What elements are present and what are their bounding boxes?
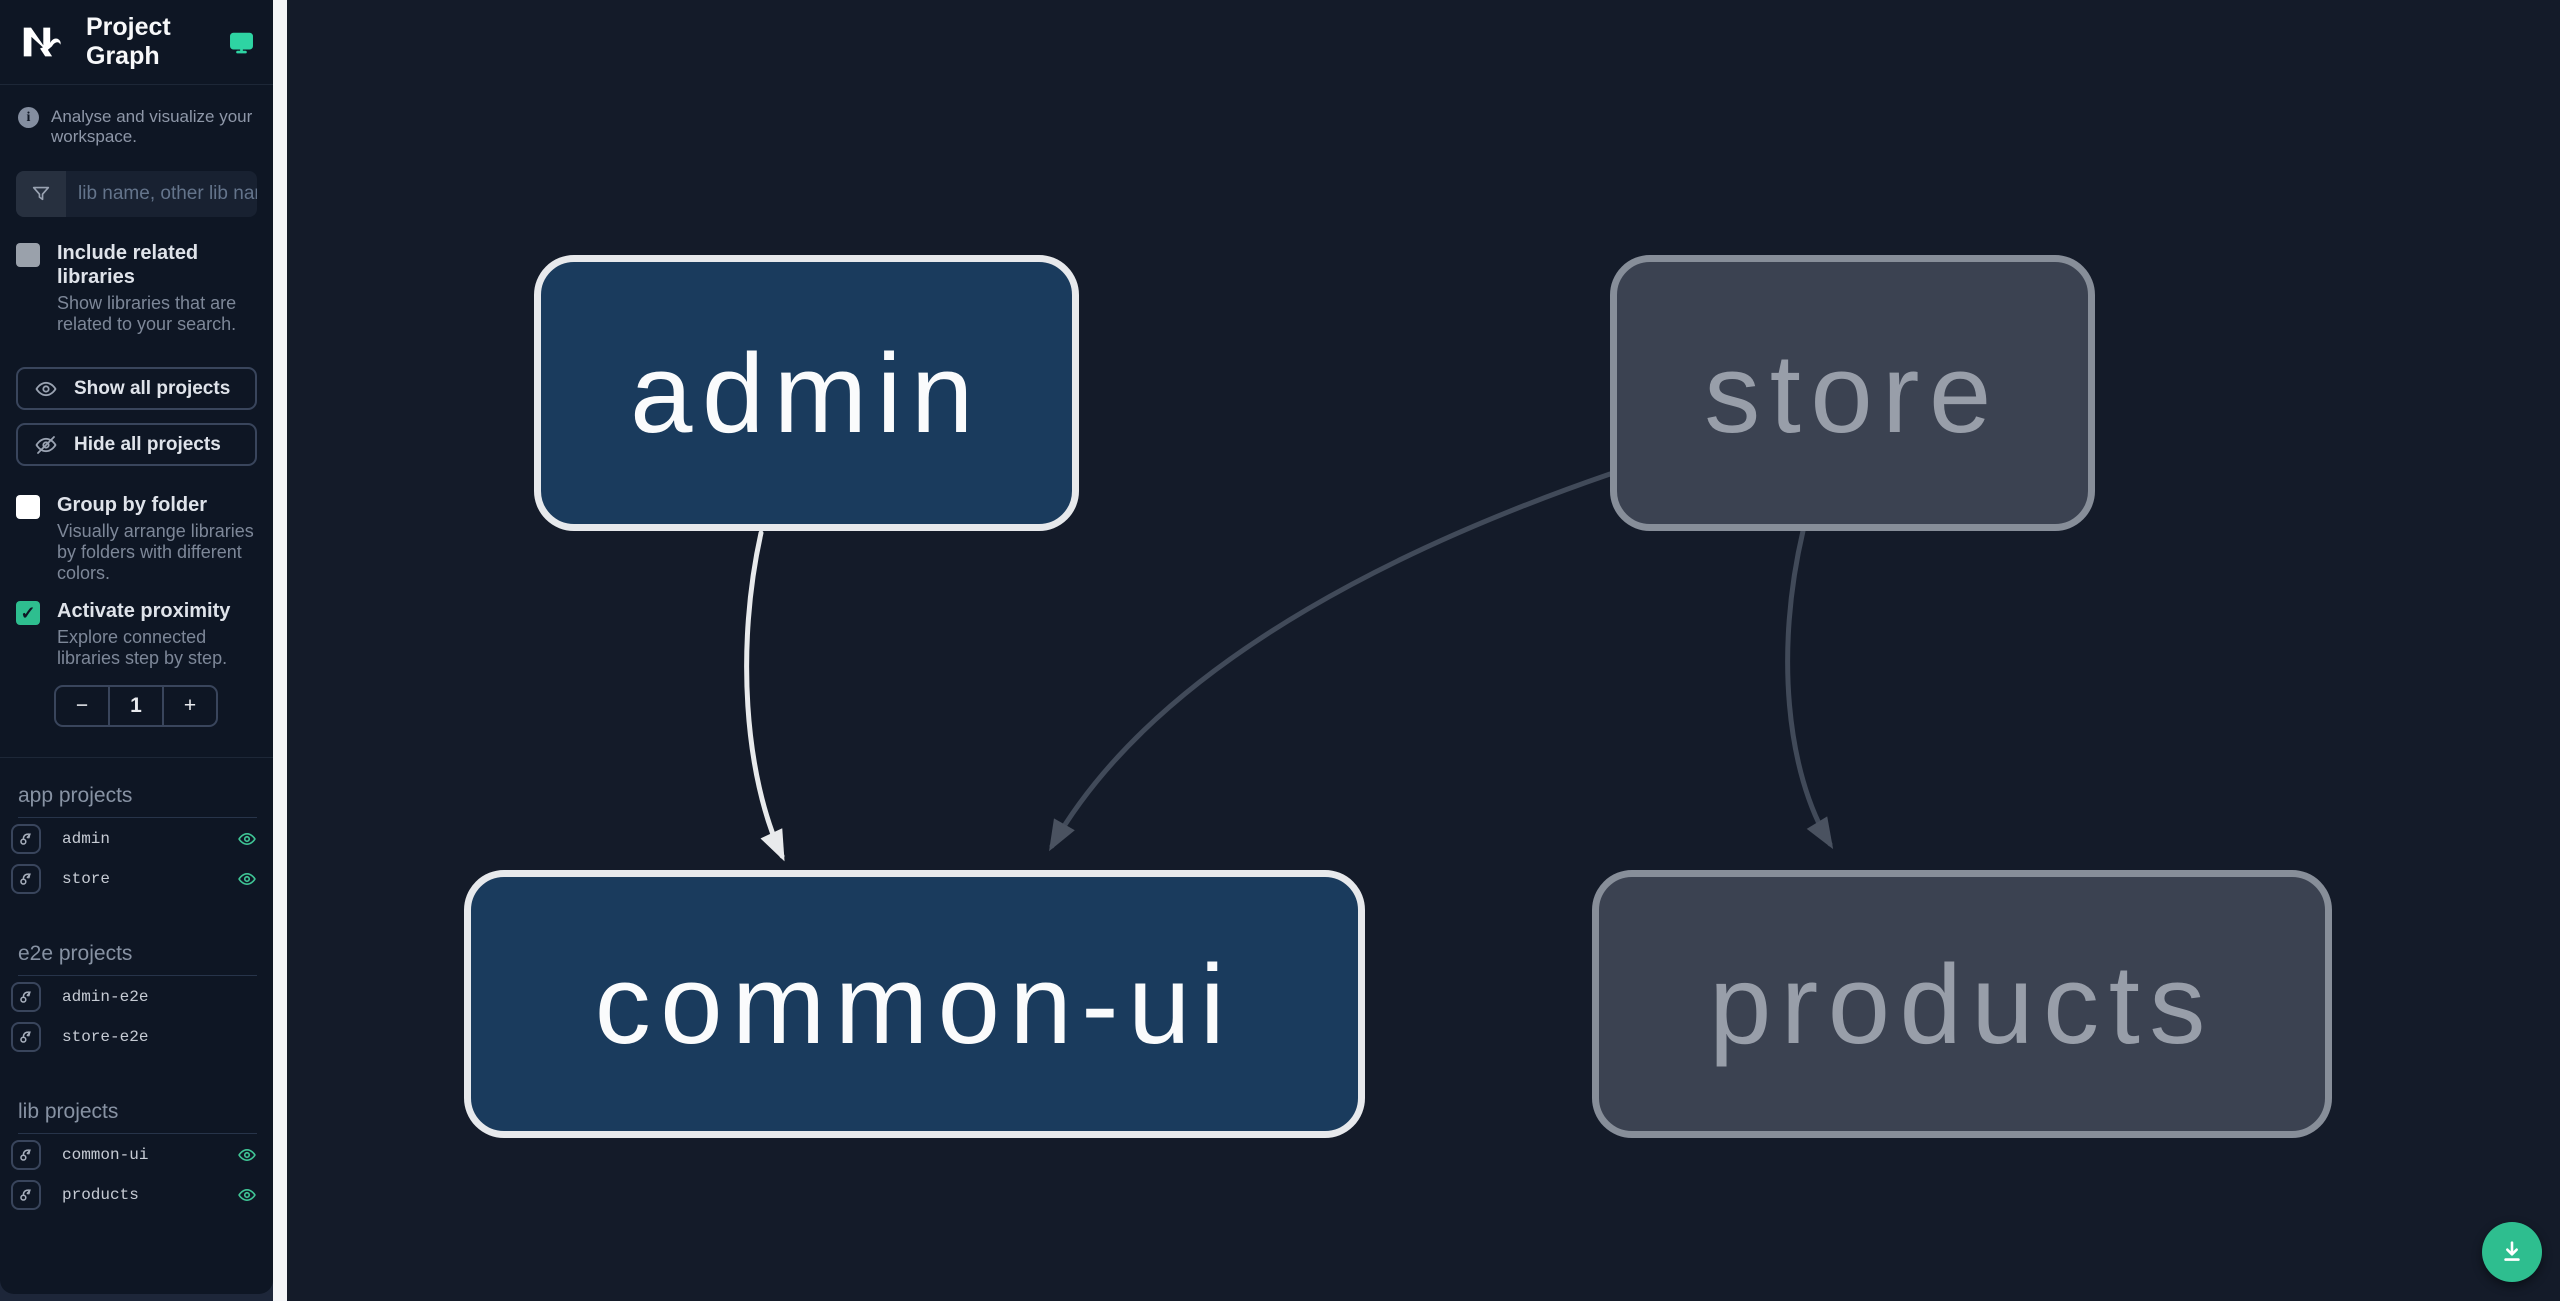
nx-logo [18, 19, 64, 65]
focus-project-button[interactable] [11, 824, 41, 854]
show-all-label: Show all projects [74, 377, 231, 399]
section-title-app-projects: app projects [18, 784, 257, 818]
sidebar-resize-gutter[interactable] [273, 0, 287, 1301]
project-row-admin: admin [11, 818, 257, 858]
project-name[interactable]: products [62, 1186, 139, 1204]
proximity-stepper: − 1 + [54, 685, 218, 727]
workspace-tagline: i Analyse and visualize your workspace. [0, 85, 273, 167]
project-name[interactable]: store [62, 870, 111, 888]
download-image-button[interactable] [2482, 1222, 2542, 1282]
focus-project-button[interactable] [11, 982, 41, 1012]
focus-icon [20, 1149, 32, 1161]
project-name[interactable]: admin [62, 830, 111, 848]
proximity-decrement-button[interactable]: − [56, 687, 108, 725]
search-input[interactable] [66, 171, 257, 217]
checkbox-unchecked[interactable] [16, 243, 40, 267]
app-title: Project Graph [86, 13, 171, 70]
focus-project-button[interactable] [11, 864, 41, 894]
node-label: admin [630, 330, 983, 456]
search-box [16, 171, 257, 217]
download-icon [2498, 1238, 2526, 1266]
eye-off-icon [34, 433, 58, 457]
project-row-store-e2e: store-e2e [11, 1016, 257, 1056]
sidebar-header: Project Graph [0, 0, 273, 85]
project-name[interactable]: common-ui [62, 1146, 149, 1164]
project-name[interactable]: store-e2e [62, 1028, 149, 1046]
include-related-description: Show libraries that are related to your … [57, 293, 237, 334]
show-all-projects-button[interactable]: Show all projects [16, 367, 257, 410]
focus-project-button[interactable] [11, 1180, 41, 1210]
hide-all-label: Hide all projects [74, 433, 221, 455]
toggle-visibility-eye-icon[interactable] [237, 1145, 257, 1165]
eye-icon [34, 377, 58, 401]
group-by-folder-checkbox-row[interactable]: Group by folder Visually arrange librari… [0, 493, 273, 584]
hide-all-projects-button[interactable]: Hide all projects [16, 423, 257, 466]
tagline-text: Analyse and visualize your workspace. [51, 107, 253, 146]
focus-project-button[interactable] [11, 1022, 41, 1052]
group-by-folder-description: Visually arrange libraries by folders wi… [57, 521, 254, 583]
project-row-admin-e2e: admin-e2e [11, 976, 257, 1016]
toggle-visibility-eye-icon[interactable] [237, 869, 257, 889]
section-title-e2e-projects: e2e projects [18, 942, 257, 976]
project-row-products: products [11, 1174, 257, 1214]
focus-project-button[interactable] [11, 1140, 41, 1170]
activate-proximity-description: Explore connected libraries step by step… [57, 627, 228, 668]
checkbox-checked[interactable]: ✓ [16, 601, 40, 625]
sidebar: Project Graph i Analyse and visualize yo… [0, 0, 273, 1294]
proximity-increment-button[interactable]: + [164, 687, 216, 725]
activate-proximity-label: Activate proximity [57, 600, 231, 622]
toggle-visibility-eye-icon[interactable] [237, 829, 257, 849]
proximity-value: 1 [108, 687, 164, 725]
node-label: store [1704, 330, 2001, 456]
group-by-folder-label: Group by folder [57, 494, 207, 516]
focus-icon [20, 1189, 32, 1201]
node-label: common-ui [594, 941, 1235, 1067]
focus-icon [20, 1031, 32, 1043]
project-row-store: store [11, 858, 257, 898]
focus-icon [20, 991, 32, 1003]
filter-icon [16, 171, 66, 217]
include-related-label: Include related libraries [57, 242, 199, 288]
section-title-lib-projects: lib projects [18, 1100, 257, 1134]
graph-node-admin[interactable]: admin [534, 255, 1079, 531]
divider [0, 757, 273, 758]
activate-proximity-checkbox-row[interactable]: ✓ Activate proximity Explore connected l… [0, 599, 273, 669]
monitor-icon [228, 29, 255, 56]
project-row-common-ui: common-ui [11, 1134, 257, 1174]
info-icon: i [18, 107, 39, 128]
graph-node-common-ui[interactable]: common-ui [464, 870, 1365, 1138]
graph-node-store[interactable]: store [1610, 255, 2095, 531]
include-related-checkbox-row[interactable]: Include related libraries Show libraries… [0, 241, 273, 335]
toggle-visibility-eye-icon[interactable] [237, 1185, 257, 1205]
node-label: products [1709, 941, 2215, 1067]
graph-node-products[interactable]: products [1592, 870, 2332, 1138]
project-name[interactable]: admin-e2e [62, 988, 149, 1006]
focus-icon [20, 833, 32, 845]
focus-icon [20, 873, 32, 885]
checkbox-unchecked[interactable] [16, 495, 40, 519]
